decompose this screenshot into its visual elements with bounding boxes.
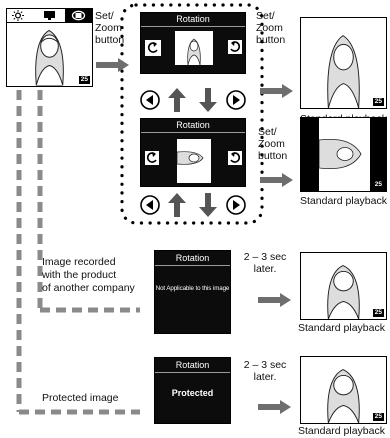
portrait-illustration — [327, 265, 360, 319]
later-label-2-line1: 2 – 3 sec — [243, 359, 287, 371]
left-button-icon[interactable] — [140, 90, 160, 110]
down-arrow-icon[interactable] — [199, 88, 217, 112]
set-zoom-label-3-line1: Set/ — [258, 126, 277, 138]
rotation-screen-2: Rotation — [140, 118, 246, 187]
rotation-title-2: Rotation — [141, 119, 245, 133]
rotate-left-icon — [145, 151, 159, 165]
set-zoom-label-3-line2: Zoom — [258, 138, 285, 150]
frame-number: 25 — [374, 181, 382, 188]
rotate-right-icon — [228, 151, 242, 165]
source-lcd-image: 25 — [6, 8, 93, 87]
up-arrow-icon[interactable] — [168, 193, 186, 217]
rotation-title-1: Rotation — [141, 13, 245, 27]
later-label-2-line2: later. — [253, 371, 277, 383]
nav-buttons-row-2 — [140, 193, 246, 217]
frame-number: 25 — [372, 98, 384, 106]
protected-image-label: Protected image — [42, 392, 119, 404]
arrow-right-icon — [258, 293, 291, 307]
set-zoom-label-2-line3: button — [256, 34, 286, 46]
arrow-right-icon — [260, 84, 293, 98]
rotate-left-icon — [145, 40, 161, 56]
set-zoom-label-2-line2: Zoom — [256, 22, 283, 34]
protected-screen: Rotation Protected — [154, 357, 231, 424]
other-company-line2: with the product — [42, 269, 117, 281]
rotation-screen-1: Rotation — [140, 12, 246, 74]
frame-number: 25 — [372, 309, 384, 317]
standard-playback-image-4: 25 — [300, 356, 387, 424]
set-zoom-label-1: Set/ Zoom button — [95, 10, 124, 46]
frame-number: 25 — [372, 413, 384, 421]
portrait-illustration — [327, 369, 360, 423]
later-label-1-line2: later. — [253, 263, 277, 275]
right-button-icon[interactable] — [226, 90, 246, 110]
later-label-2: 2 – 3 sec later. — [236, 359, 294, 383]
set-zoom-label-1-line2: Zoom — [95, 22, 122, 34]
portrait-illustration — [327, 35, 360, 108]
set-zoom-label-3-line3: button — [258, 150, 288, 162]
arrow-right-icon — [96, 58, 129, 72]
rotation-title-4: Rotation — [155, 358, 230, 373]
preview-thumbnail — [175, 31, 213, 65]
set-zoom-label-1-line3: button — [95, 34, 125, 46]
other-company-line1: Image recorded — [42, 256, 116, 268]
nav-buttons-row-1 — [140, 88, 246, 112]
set-zoom-label-3: Set/ Zoom button — [258, 126, 287, 162]
set-zoom-label-2-line1: Set/ — [256, 10, 275, 22]
protected-message: Protected — [171, 388, 214, 398]
right-button-icon[interactable] — [226, 195, 246, 215]
down-arrow-icon[interactable] — [199, 193, 217, 217]
arrow-right-icon — [258, 400, 291, 414]
not-applicable-screen: Rotation Not Applicable to this image — [154, 250, 231, 334]
standard-playback-label-3: Standard playback — [298, 322, 385, 334]
other-company-label: Image recorded with the product of anoth… — [42, 256, 135, 295]
rotated-preview-thumbnail — [177, 139, 211, 183]
sun-icon — [12, 10, 24, 21]
standard-playback-image-1: 25 — [300, 17, 387, 109]
rotate-icon — [65, 9, 92, 22]
standard-playback-image-2: 25 — [300, 117, 387, 192]
later-label-1: 2 – 3 sec later. — [236, 251, 294, 275]
other-company-line3: of another company — [42, 282, 135, 294]
standard-playback-label-2: Standard playback — [300, 195, 387, 207]
standard-playback-image-3: 25 — [300, 252, 387, 320]
monitor-icon — [43, 10, 56, 21]
set-zoom-label-2: Set/ Zoom button — [256, 10, 285, 46]
rotate-right-icon — [228, 40, 242, 54]
rotation-title-3: Rotation — [155, 251, 230, 266]
standard-playback-label-4: Standard playback — [298, 425, 385, 437]
later-label-1-line1: 2 – 3 sec — [243, 251, 287, 263]
left-button-icon[interactable] — [140, 195, 160, 215]
not-applicable-message: Not Applicable to this image — [155, 285, 230, 292]
set-zoom-label-1-line1: Set/ — [95, 10, 114, 22]
rotated-image-area — [319, 118, 370, 191]
up-arrow-icon[interactable] — [168, 88, 186, 112]
frame-number: 25 — [78, 76, 90, 84]
portrait-illustration — [35, 29, 64, 86]
arrow-right-icon — [260, 173, 293, 187]
